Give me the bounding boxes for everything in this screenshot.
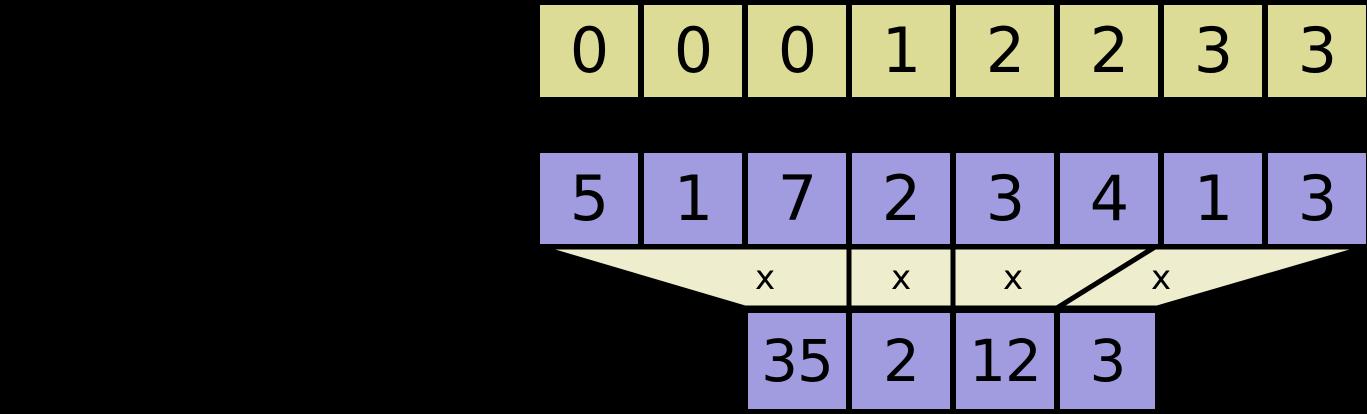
values-cell-value: 1 — [673, 161, 713, 235]
values-cell: 2 — [849, 150, 953, 247]
keys-cell: 3 — [1161, 2, 1265, 100]
keys-cell-value: 0 — [673, 14, 713, 87]
result-cell-value: 2 — [883, 327, 920, 395]
values-cell-value: 5 — [569, 161, 609, 235]
funnel-segment-1 — [537, 244, 852, 311]
keys-cell-value: 2 — [1089, 14, 1129, 87]
result-cell: 12 — [953, 310, 1057, 412]
result-cell-value: 3 — [1089, 327, 1127, 395]
values-cell: 7 — [745, 150, 849, 247]
values-cell-value: 2 — [881, 161, 921, 235]
keys-cell: 3 — [1265, 2, 1367, 100]
values-cell: 3 — [1265, 150, 1367, 247]
values-cell-value: 7 — [777, 161, 817, 235]
keys-cell: 2 — [1057, 2, 1161, 100]
result-cell: 35 — [745, 310, 849, 412]
values-cell: 1 — [641, 150, 745, 247]
operator-multiply-icon: x — [1002, 258, 1024, 298]
funnel-segment-3 — [950, 244, 1164, 311]
result-cell: 3 — [1057, 310, 1158, 412]
result-cell-value: 35 — [761, 327, 834, 395]
values-cell: 1 — [1161, 150, 1265, 247]
operator-multiply-icon: x — [754, 258, 776, 298]
keys-cell: 2 — [953, 2, 1057, 100]
values-cell-value: 3 — [1297, 161, 1337, 235]
operator-multiply-icon: x — [890, 258, 912, 298]
keys-cell-value: 3 — [1193, 14, 1233, 87]
keys-cell: 0 — [745, 2, 849, 100]
keys-cell-value: 0 — [569, 14, 609, 87]
values-cell: 5 — [537, 150, 641, 247]
operator-multiply-icon: x — [1150, 258, 1172, 298]
keys-cell-value: 0 — [777, 14, 817, 87]
keys-cell: 0 — [537, 2, 641, 100]
keys-cell-value: 3 — [1297, 14, 1337, 87]
funnel-segment-4 — [1048, 244, 1367, 311]
values-cell-value: 3 — [985, 161, 1025, 235]
values-cell: 4 — [1057, 150, 1161, 247]
keys-cell-value: 1 — [881, 14, 921, 87]
values-cell: 3 — [953, 150, 1057, 247]
values-cell-value: 4 — [1089, 161, 1129, 235]
result-cell-value: 12 — [969, 327, 1042, 395]
keys-cell: 0 — [641, 2, 745, 100]
keys-cell-value: 2 — [985, 14, 1025, 87]
result-cell: 2 — [849, 310, 953, 412]
values-cell-value: 1 — [1193, 161, 1233, 235]
keys-cell: 1 — [849, 2, 953, 100]
